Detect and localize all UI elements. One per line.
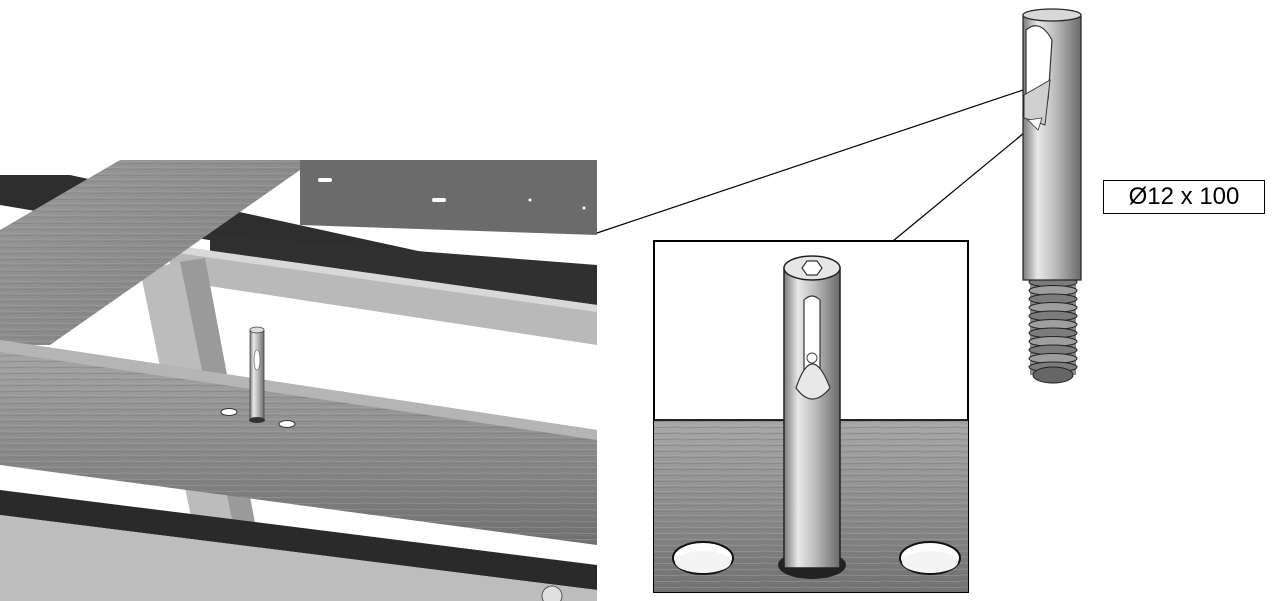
upper-rail	[170, 245, 597, 345]
leader-line-zoom	[892, 127, 1031, 242]
side-panel	[300, 160, 597, 235]
panel-slots	[318, 178, 586, 210]
zoom-inset	[653, 240, 969, 593]
dimension-label: Ø12 x 100	[1103, 180, 1265, 214]
leader-line-main	[596, 84, 1039, 234]
beam-hole-left	[220, 408, 238, 416]
hex-socket-icon	[801, 260, 823, 276]
bottom-dark-strip	[0, 490, 597, 590]
bottom-rail	[0, 515, 597, 601]
beam-hole-right	[278, 420, 296, 428]
frame-assembly-view	[0, 160, 597, 601]
pin-detail	[1022, 8, 1082, 384]
threaded-pin-icon	[249, 326, 265, 423]
inset-pin	[778, 255, 846, 579]
upper-right-dark-strip	[210, 235, 597, 305]
